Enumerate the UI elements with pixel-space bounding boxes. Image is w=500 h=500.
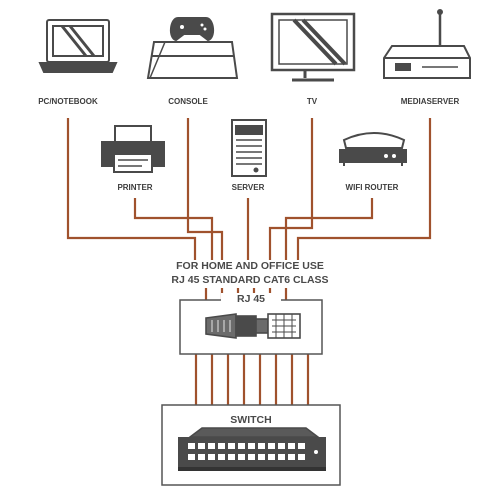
caption-line2: RJ 45 STANDARD CAT6 CLASS [150, 274, 350, 286]
cable-bundle-bottom [194, 354, 310, 405]
laptop-icon [38, 19, 118, 73]
rj45-label: RJ 45 [221, 293, 281, 305]
game-console-icon [146, 17, 239, 79]
label-console: CONSOLE [168, 97, 208, 106]
rj45-connector-icon [205, 313, 301, 339]
cable-pc [66, 118, 197, 262]
label-pc: PC/NOTEBOOK [38, 97, 98, 106]
label-tv: TV [306, 97, 318, 106]
cable-router [284, 198, 374, 262]
network-switch-icon [178, 427, 326, 471]
server-tower-icon [231, 119, 267, 177]
cable-console [186, 118, 224, 262]
label-printer: PRINTER [117, 183, 153, 192]
printer-icon [101, 125, 165, 173]
tv-icon [270, 12, 356, 82]
cable-printer [133, 198, 214, 262]
label-router: WIFI ROUTER [345, 183, 399, 192]
cable-mediaserver [296, 118, 432, 262]
cables [66, 118, 432, 405]
switch-label: SWITCH [230, 414, 272, 426]
switch-box [161, 404, 341, 486]
label-mediaserver: MEDIASERVER [400, 97, 460, 106]
caption-line1: FOR HOME AND OFFICE USE [150, 260, 350, 272]
cable-tv [268, 118, 314, 262]
label-server: SERVER [231, 183, 265, 192]
wifi-router-icon [339, 132, 407, 166]
media-server-icon [383, 9, 471, 79]
